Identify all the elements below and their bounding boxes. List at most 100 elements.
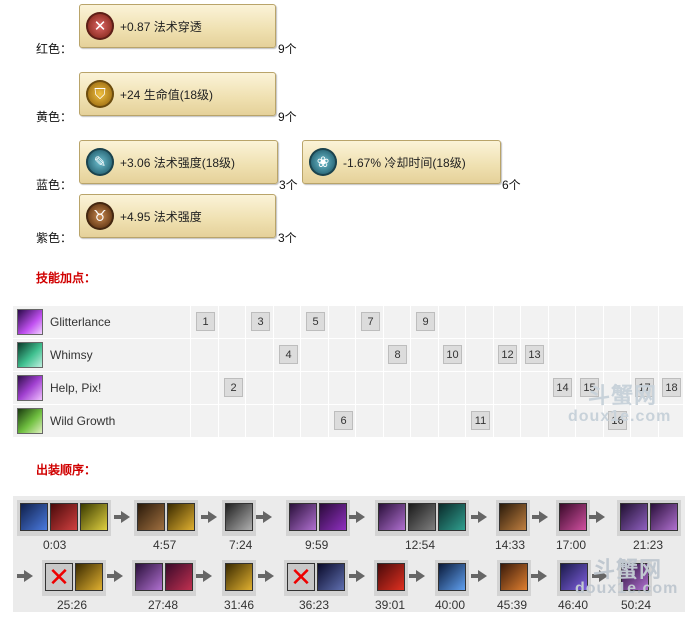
wild-growth-icon: [17, 408, 43, 434]
rune-text-yellow: +24 生命值(18级): [120, 87, 214, 102]
build-time: 40:00: [435, 598, 466, 612]
rune-count-red: 9个: [278, 42, 297, 56]
skill-level-box: 5: [306, 312, 325, 331]
watermark-url: doux1e.com: [575, 580, 679, 597]
arrow-icon: [256, 511, 272, 523]
arrow-icon: [349, 570, 365, 582]
red-rune-icon: ✕: [86, 12, 114, 40]
lightning-item-icon: [75, 563, 103, 591]
build-time: 14:33: [495, 538, 526, 552]
build-time: 9:59: [305, 538, 329, 552]
build-time: 7:24: [229, 538, 253, 552]
rune-count-blue-ap: 3个: [279, 178, 298, 192]
lightning-item-icon: [167, 503, 195, 531]
build-group: [556, 500, 590, 536]
arrow-icon: [107, 570, 123, 582]
void-item-icon: [620, 503, 648, 531]
seeker-item-icon: [378, 503, 406, 531]
arrow-icon: [349, 511, 365, 523]
seeker-item-icon: [621, 563, 649, 591]
whimsy-icon: [17, 342, 43, 368]
rune-text-blue-ap: +3.06 法术强度(18级): [120, 155, 236, 170]
build-time: 46:40: [558, 598, 589, 612]
build-order-panel: 0:03 4:57 7:24 9:59 12:54 14:33 17:00 21…: [13, 496, 685, 612]
build-group: [435, 560, 469, 596]
ice-item-icon: [438, 563, 466, 591]
build-section-title: 出装顺序：: [36, 463, 97, 477]
build-group: [617, 500, 681, 536]
trinket-icon: [80, 503, 108, 531]
build-time: 45:39: [497, 598, 528, 612]
build-time: 12:54: [405, 538, 436, 552]
skill-level-box: 7: [361, 312, 380, 331]
arrow-icon: [409, 570, 425, 582]
build-group: [557, 560, 591, 596]
rune-card-yellow: ⛉ +24 生命值(18级): [79, 72, 276, 116]
arrow-icon: [196, 570, 212, 582]
build-time: 21:23: [633, 538, 664, 552]
rune-text-red: +0.87 法术穿透: [120, 19, 202, 34]
arrow-icon: [471, 511, 487, 523]
skill-level-box: 16: [608, 411, 627, 430]
build-group: [374, 560, 408, 596]
mana-item-icon: [20, 503, 48, 531]
arrow-icon: [17, 570, 33, 582]
build-time: 39:01: [375, 598, 406, 612]
sold-item-icon: ✕: [45, 563, 73, 591]
build-time: 17:00: [556, 538, 587, 552]
rune-label-purple: 紫色：: [36, 231, 73, 245]
build-group: [17, 500, 111, 536]
help-pix-icon: [17, 375, 43, 401]
gem-item-icon: [438, 503, 466, 531]
skill-name: Glitterlance: [50, 315, 111, 329]
build-group: ✕: [284, 560, 348, 596]
watermark-url: doux1e.com: [568, 408, 672, 425]
build-group: [132, 560, 196, 596]
skill-level-box: 15: [580, 378, 599, 397]
arrow-icon: [532, 511, 548, 523]
rune-card-blue-ap: ✎ +3.06 法术强度(18级): [79, 140, 278, 184]
skill-level-box: 8: [388, 345, 407, 364]
arrow-icon: [258, 570, 274, 582]
skill-level-box: 11: [471, 411, 490, 430]
armor-item-icon: [225, 503, 253, 531]
wand-item-icon: [165, 563, 193, 591]
blue-rune-icon: ❀: [309, 148, 337, 176]
skill-level-box: 10: [443, 345, 462, 364]
build-time: 4:57: [153, 538, 177, 552]
build-time: 36:23: [299, 598, 330, 612]
skill-level-box: 1: [196, 312, 215, 331]
skill-row-help-pix: Help, Pix! 2 14 15 17 18: [13, 372, 683, 405]
boots-icon: [137, 503, 165, 531]
skill-level-box: 9: [416, 312, 435, 331]
arrow-icon: [589, 511, 605, 523]
build-group: [222, 500, 256, 536]
skill-order-table: Glitterlance 1 3 5 7 9 Whimsy 4 8 10 12 …: [13, 306, 683, 438]
build-group: [375, 500, 469, 536]
watermark-logo: 斗蟹网: [593, 557, 663, 582]
seeker-item-icon: [289, 503, 317, 531]
arrow-icon: [114, 511, 130, 523]
arrow-icon: [531, 570, 547, 582]
build-time: 27:48: [148, 598, 179, 612]
skill-name: Help, Pix!: [50, 381, 102, 395]
sorcerer-boots-icon: [499, 503, 527, 531]
build-group: [222, 560, 256, 596]
skill-level-box: 2: [224, 378, 243, 397]
orb-item-icon: [408, 503, 436, 531]
glitterlance-icon: [17, 309, 43, 335]
skill-level-box: 3: [251, 312, 270, 331]
yellow-rune-icon: ⛉: [86, 80, 114, 108]
build-time: 31:46: [224, 598, 255, 612]
skill-level-box: 6: [334, 411, 353, 430]
build-group: [618, 560, 652, 596]
rune-card-red: ✕ +0.87 法术穿透: [79, 4, 276, 48]
skill-row-glitterlance: Glitterlance 1 3 5 7 9: [13, 306, 683, 339]
arrow-icon: [592, 570, 608, 582]
skill-level-box: 17: [635, 378, 654, 397]
skill-name: Whimsy: [50, 348, 93, 362]
skill-row-wild-growth: Wild Growth 6 11 16: [13, 405, 683, 438]
rune-card-purple: ♉ +4.95 法术强度: [79, 194, 276, 238]
build-group: [134, 500, 198, 536]
blade-item-icon: [500, 563, 528, 591]
